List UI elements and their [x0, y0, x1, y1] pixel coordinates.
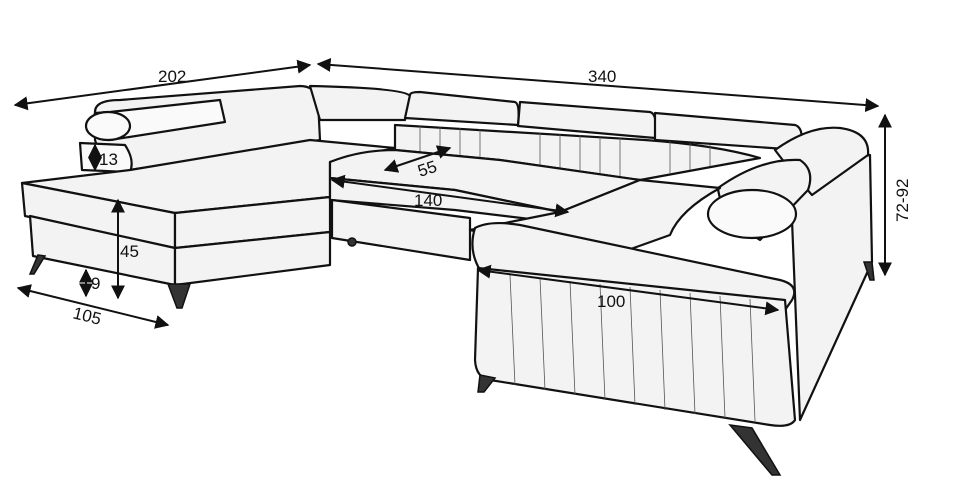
leg: [862, 261, 875, 281]
front-panel-seams: [509, 274, 756, 422]
leg: [728, 423, 782, 476]
right-bolster: [706, 188, 798, 240]
label-leg-height: 9: [91, 274, 100, 293]
dimension-line-chaise-depth: [16, 284, 170, 329]
left-bolster: [84, 110, 132, 142]
label-height-range: 72-92: [893, 179, 912, 222]
left-chaise-base-side: [173, 230, 332, 287]
label-bed-width: 140: [414, 191, 442, 210]
leg: [477, 374, 497, 393]
label-seat-height: 45: [120, 242, 139, 261]
dimension-line-total-length: [316, 57, 880, 113]
label-right-chaise-length: 100: [597, 292, 625, 311]
dimension-line-right-chaise: [476, 264, 780, 316]
leg: [28, 254, 47, 275]
label-total-length: 340: [588, 67, 616, 86]
label-left-length: 202: [158, 67, 186, 86]
caster-wheel: [347, 237, 357, 247]
sofa-drawing: [20, 84, 875, 476]
dimension-line-left-length: [13, 59, 312, 111]
label-headrest-height: 13: [99, 150, 118, 169]
dimension-labels: 202 340 72-92 13 55 140 45 9 105 100: [71, 67, 912, 329]
dimension-line-seat-depth: [383, 145, 452, 173]
dimension-lines: [13, 57, 892, 329]
backrest-middle-1: [308, 84, 412, 122]
leg: [166, 283, 192, 309]
dimension-line-bed-width: [330, 174, 570, 218]
cushion-seams: [419, 126, 711, 176]
backrest-middle-2: [403, 90, 520, 127]
label-seat-depth: 55: [415, 157, 439, 181]
